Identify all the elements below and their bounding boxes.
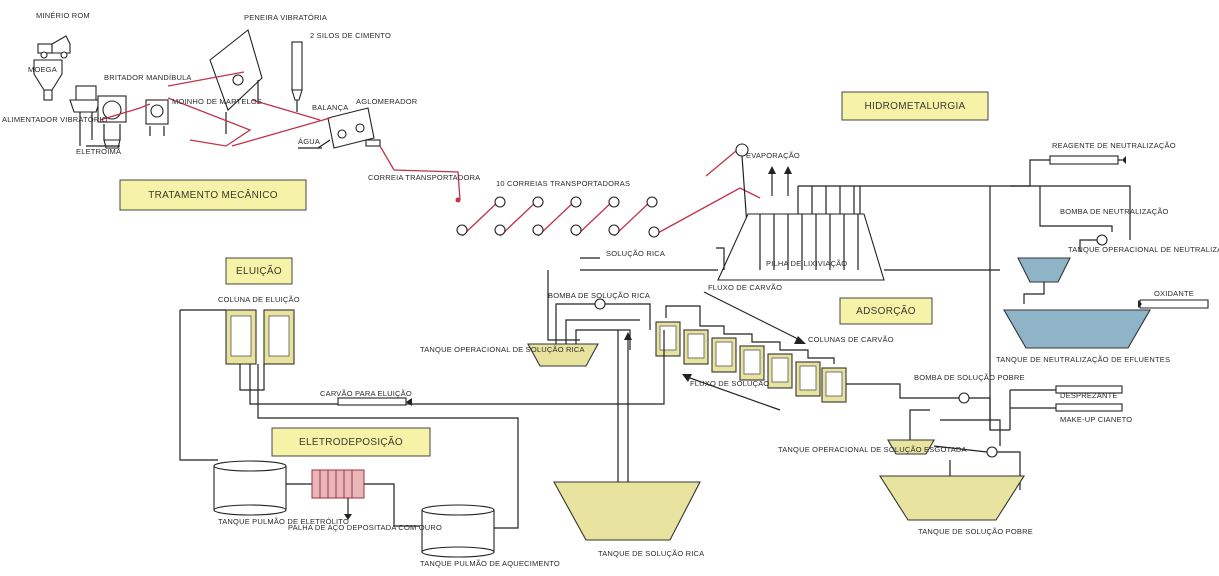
depleted-solution-operational-tank xyxy=(887,439,935,455)
cement-silo-1 xyxy=(291,41,303,91)
label-agua: ÁGUA xyxy=(298,137,320,146)
label-tanque-op-neutra: TANQUE OPERACIONAL DE NEUTRALIZAÇÃO xyxy=(1068,245,1219,254)
material-flow-3 xyxy=(167,97,252,147)
label-eletroima: ELETROÍMÃ xyxy=(76,147,121,156)
carbon-columns xyxy=(655,321,847,403)
label-tanque-pulmao-eletrolito: TANQUE PULMÃO DE ELETRÓLITO xyxy=(218,517,349,526)
section-box-elution xyxy=(225,257,293,285)
elution-columns xyxy=(225,309,295,365)
section-box-adsorption xyxy=(839,297,933,325)
material-flow-7 xyxy=(393,169,461,201)
label-tanque-pulmao-aquecimento: TANQUE PULMÃO DE AQUECIMENTO xyxy=(420,559,560,568)
oxidant-pipe xyxy=(1139,299,1209,309)
rom-truck-icon xyxy=(37,35,71,59)
neutralization-pump xyxy=(1096,234,1108,246)
agglomerator-drum xyxy=(327,107,375,149)
poor-solution-tank xyxy=(878,475,1026,521)
poor-solution-pump xyxy=(958,392,970,404)
section-hydro: HIDROMETALURGIA xyxy=(865,101,966,112)
pipe-right-trunk xyxy=(989,186,1010,431)
label-evaporacao: EVAPORAÇÃO xyxy=(746,151,800,160)
section-mech: TRATAMENTO MECÂNICO xyxy=(148,188,278,201)
label-tanque-rica: TANQUE DE SOLUÇÃO RICA xyxy=(598,549,704,558)
flow-node xyxy=(455,197,461,203)
label-silos: 2 SILOS DE CIMENTO xyxy=(310,31,391,40)
label-pilha: PILHA DE LIXIVIAÇÃO xyxy=(766,259,847,268)
neutralization-operational-tank xyxy=(1017,257,1071,283)
label-bomba-pobre: BOMBA DE SOLUÇÃO POBRE xyxy=(914,373,1025,382)
label-tanque-op-rica: TANQUE OPERACIONAL DE SOLUÇÃO RICA xyxy=(420,345,585,354)
section-box-mech xyxy=(119,179,307,211)
label-coluna-eluicao: COLUNA DE ELUIÇÃO xyxy=(218,295,300,304)
label-fluxo-solucao: FLUXO DE SOLUÇÃO xyxy=(690,379,769,388)
reagent-pipe xyxy=(1049,155,1119,165)
label-correias: 10 CORREIAS TRANSPORTADORAS xyxy=(496,179,630,188)
label-minerio-rom: MINÉRIO ROM xyxy=(36,11,90,20)
label-palha: PALHA DE AÇO DEPOSITADA COM OURO xyxy=(288,523,442,532)
conveyor-series xyxy=(456,143,761,241)
vibrating-screen xyxy=(209,29,263,111)
section-box-hydro xyxy=(841,91,989,121)
depleted-pump xyxy=(986,446,998,458)
carbon-to-elution-pipe xyxy=(337,397,407,406)
label-desprezante: DESPREZANTE xyxy=(1060,391,1118,400)
material-flow-2 xyxy=(167,71,245,87)
label-make-up: MAKE-UP CIANETO xyxy=(1060,415,1132,424)
rich-solution-operational-tank xyxy=(527,343,599,367)
material-flow-1 xyxy=(99,103,151,121)
label-tanque-neutra-efluentes: TANQUE DE NEUTRALIZAÇÃO DE EFLUENTES xyxy=(996,355,1170,364)
label-tanque-op-esgotada: TANQUE OPERACIONAL DE SOLUÇÃO ESGOTADA xyxy=(778,445,967,454)
solution-manifold xyxy=(665,305,835,364)
label-bomba-rica: BOMBA DE SOLUÇÃO RICA xyxy=(548,291,650,300)
label-alimentador: ALIMENTADOR VIBRATÓRIO xyxy=(2,115,108,124)
label-bomba-neutra: BOMBA DE NEUTRALIZAÇÃO xyxy=(1060,207,1169,216)
label-solucao-rica: SOLUÇÃO RICA xyxy=(606,249,665,258)
label-tanque-pobre: TANQUE DE SOLUÇÃO POBRE xyxy=(918,527,1033,536)
label-moega: MOEGA xyxy=(28,65,57,74)
heap-leach-pile xyxy=(717,213,885,281)
section-elution: ELUIÇÃO xyxy=(236,264,282,277)
section-adsorption: ADSORÇÃO xyxy=(856,304,916,317)
section-electro: ELETRODEPOSIÇÃO xyxy=(299,435,403,448)
label-fluxo-carvao: FLUXO DE CARVÃO xyxy=(708,283,782,292)
solution-flow-arrow xyxy=(689,377,781,411)
electrowinning-cell xyxy=(311,469,365,499)
label-oxidante: OXIDANTE xyxy=(1154,289,1194,298)
rich-solution-pump xyxy=(594,298,606,310)
hopper-outlet xyxy=(43,89,53,101)
label-moinho: MOINHO DE MARTELOS xyxy=(172,97,262,106)
rich-solution-tank xyxy=(553,481,701,541)
label-colunas-carvao: COLUNAS DE CARVÃO xyxy=(808,335,894,344)
label-reagente: REAGENTE DE NEUTRALIZAÇÃO xyxy=(1052,141,1176,150)
feeder-body xyxy=(69,99,101,113)
carbon-flow-arrow xyxy=(703,291,801,341)
effluent-neutralization-tank xyxy=(1003,309,1151,349)
elution-return-pipe xyxy=(179,310,218,461)
material-flow-6 xyxy=(379,145,395,171)
label-balanca: BALANÇA xyxy=(312,103,348,112)
makeup-cyanide-pipe xyxy=(1055,403,1123,412)
material-flow-4 xyxy=(231,117,331,147)
label-aglomerador: AGLOMERADOR xyxy=(356,97,418,106)
material-flow-5 xyxy=(251,99,321,121)
electrolyte-buffer-tank xyxy=(213,465,287,511)
label-correia: CORREIA TRANSPORTADORA xyxy=(368,173,480,182)
sprinkler-lines xyxy=(759,186,859,270)
label-peneira: PENEIRA VIBRATÓRIA xyxy=(244,13,327,22)
section-box-electro xyxy=(271,427,431,457)
label-carvao-eluicao: CARVÃO PARA ELUIÇÃO xyxy=(320,389,412,398)
label-britador: BRITADOR MANDÍBULA xyxy=(104,73,192,82)
vibrating-feeder xyxy=(75,85,97,101)
